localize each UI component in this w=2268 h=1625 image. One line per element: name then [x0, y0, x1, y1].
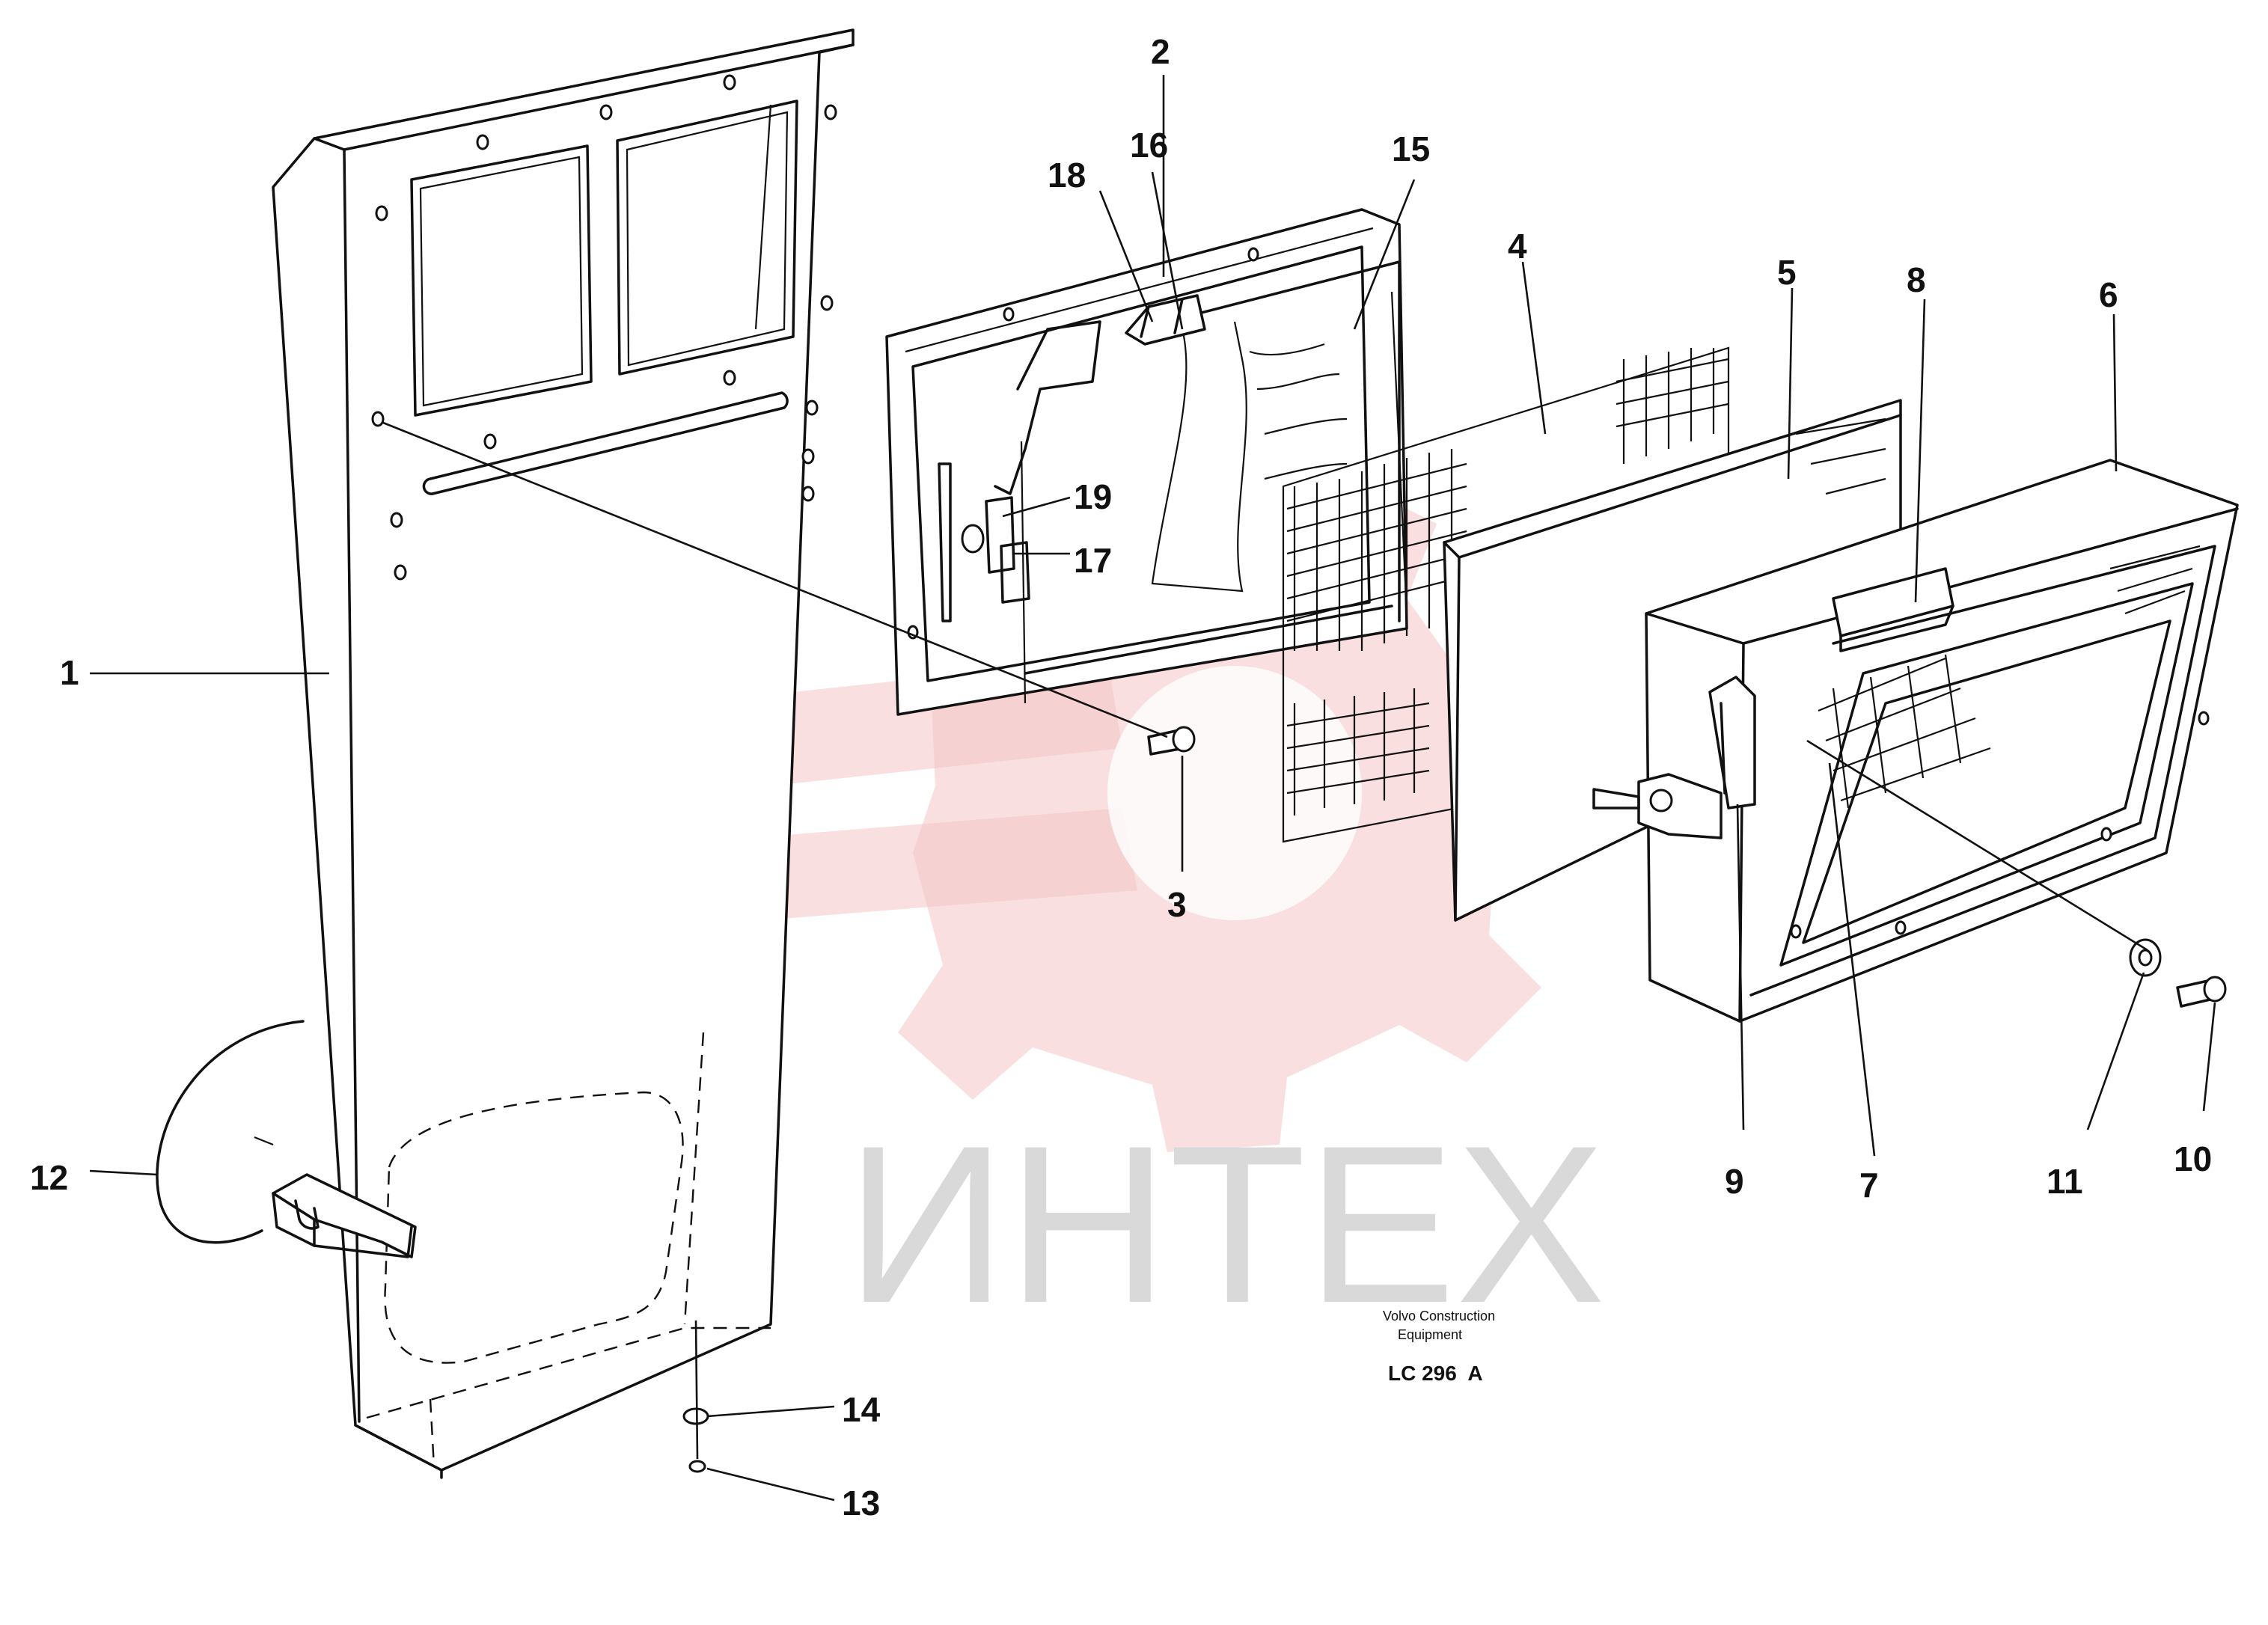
watermark-text: ИНТЕХ	[846, 1098, 1606, 1350]
callout-labels: 1 2 3 4 5 6 7 8 9 10 11 12 13 14 15 16 1…	[30, 32, 2212, 1523]
callout-9: 9	[1725, 1162, 1744, 1201]
fastener-screw-13	[688, 1460, 706, 1473]
callout-18: 18	[1048, 156, 1086, 195]
fastener-screw-3	[1147, 726, 1196, 756]
callout-17: 17	[1074, 541, 1112, 580]
fastener-washer-11	[2129, 938, 2162, 977]
callout-3: 3	[1167, 885, 1187, 924]
title-block: Volvo Construction Equipment LC 296 A	[1383, 1309, 1495, 1385]
callout-10: 10	[2174, 1139, 2212, 1178]
manufacturer-line-1: Volvo Construction	[1383, 1309, 1495, 1323]
part-2-frame	[885, 208, 1408, 716]
part-6-housing	[1592, 459, 2239, 1023]
callout-5: 5	[1777, 253, 1797, 292]
callout-2: 2	[1151, 32, 1170, 71]
fastener-washer-14	[682, 1407, 709, 1425]
assembly-lines	[382, 421, 2148, 1460]
callout-8: 8	[1907, 260, 1926, 299]
callout-7: 7	[1859, 1166, 1879, 1205]
callout-11: 11	[2047, 1162, 2083, 1201]
fastener-bolt-10	[2176, 976, 2227, 1008]
callout-15: 15	[1392, 129, 1430, 168]
callout-6: 6	[2099, 275, 2118, 314]
callout-1: 1	[60, 653, 79, 692]
callout-19: 19	[1074, 477, 1112, 516]
drawing-number: LC 296 A	[1388, 1362, 1483, 1385]
manufacturer-line-2: Equipment	[1398, 1327, 1462, 1342]
callout-13: 13	[842, 1484, 880, 1523]
callout-14: 14	[842, 1390, 881, 1429]
callout-12: 12	[30, 1158, 68, 1197]
callout-16: 16	[1130, 126, 1168, 165]
callout-4: 4	[1508, 227, 1527, 266]
part-1-side-panel	[156, 28, 855, 1479]
leader-lines	[89, 75, 2216, 1502]
